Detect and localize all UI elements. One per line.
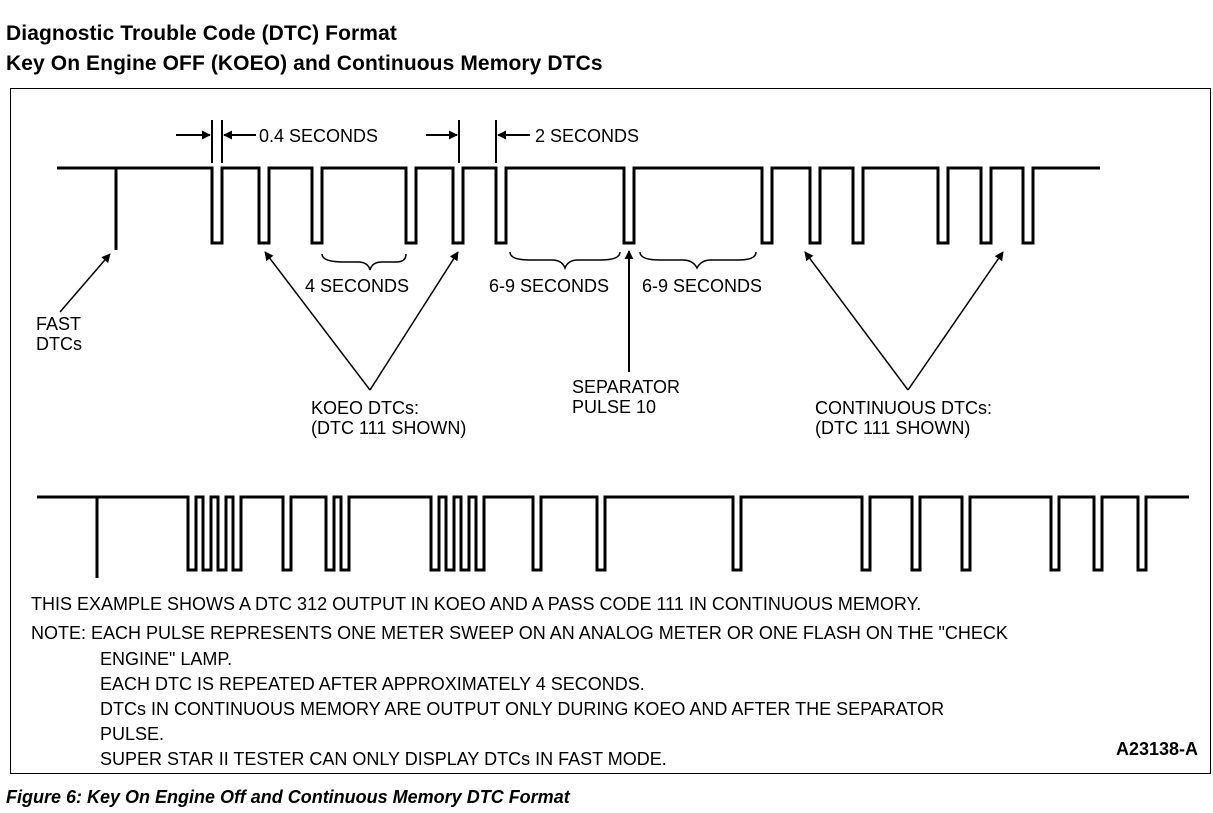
koeo-arrow-right [369, 251, 459, 391]
note-line: EACH DTC IS REPEATED AFTER APPROXIMATELY… [100, 674, 645, 694]
separator-label-line1: SEPARATOR [572, 377, 680, 397]
brace-repeat [321, 253, 407, 271]
koeo-arrow-left [264, 251, 371, 391]
continuous-label-line1: CONTINUOUS DTCs: [815, 398, 992, 418]
diagram-title: Diagnostic Trouble Code (DTC) Format [6, 22, 397, 45]
figure-id: A23138-A [1116, 739, 1199, 759]
waveform-bottom [37, 495, 1189, 578]
pulse-width-label: 0.4 SECONDS [259, 126, 378, 146]
brace-before-separator [509, 251, 621, 271]
diagram-subtitle: Key On Engine OFF (KOEO) and Continuous … [6, 52, 603, 75]
note-line: ENGINE" LAMP. [100, 649, 233, 669]
repeat-label: 4 SECONDS [305, 276, 409, 296]
figure-caption: Figure 6: Key On Engine Off and Continuo… [6, 787, 570, 807]
note-line: PULSE. [100, 724, 165, 744]
koeo-label-line1: KOEO DTCs: [311, 398, 419, 418]
fast-dtc-label-line2: DTCs [36, 334, 82, 354]
gap-label: 2 SECONDS [535, 126, 639, 146]
note-line: NOTE: EACH PULSE REPRESENTS ONE METER SW… [31, 623, 1008, 643]
note-line: DTCs IN CONTINUOUS MEMORY ARE OUTPUT ONL… [100, 699, 945, 719]
waveform-top [57, 166, 1100, 250]
note-line: SUPER STAR II TESTER CAN ONLY DISPLAY DT… [100, 749, 667, 769]
brace-after-separator [639, 251, 757, 270]
continuous-arrow-right [907, 251, 1004, 391]
koeo-label-line2: (DTC 111 SHOWN) [311, 418, 466, 438]
sep-after-label: 6-9 SECONDS [642, 276, 762, 296]
separator-label-line2: PULSE 10 [572, 397, 656, 417]
continuous-arrow-left [804, 251, 909, 391]
example-note: THIS EXAMPLE SHOWS A DTC 312 OUTPUT IN K… [31, 594, 922, 614]
figure-frame [10, 88, 1211, 774]
fast-dtc-label-line1: FAST [36, 314, 81, 334]
fast-dtc-arrow [59, 253, 111, 313]
continuous-label-line2: (DTC 111 SHOWN) [815, 418, 970, 438]
sep-before-label: 6-9 SECONDS [489, 276, 609, 296]
